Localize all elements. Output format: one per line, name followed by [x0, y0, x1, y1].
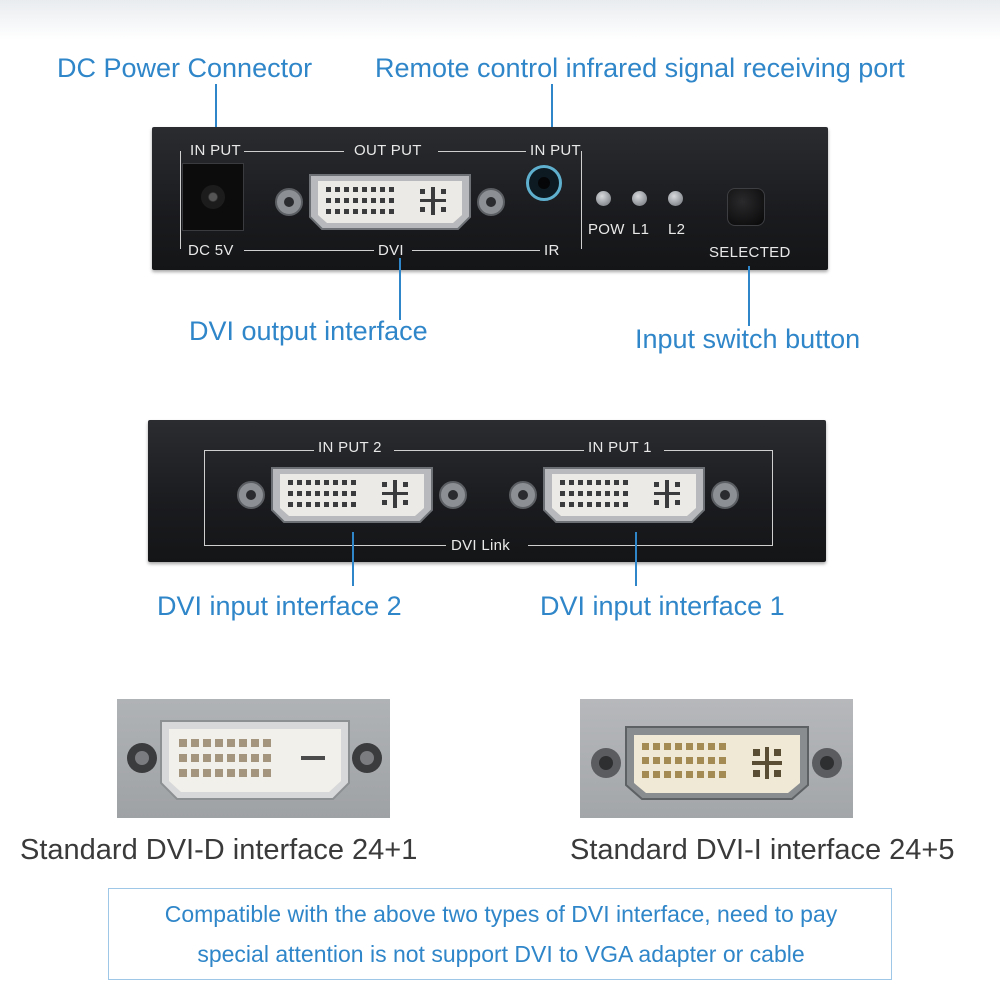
front-panel: IN PUT OUT PUT IN PUT DC 5V DVI IR POW L…	[152, 127, 828, 270]
callout-input-switch: Input switch button	[635, 324, 861, 354]
dvi-d-connector-icon	[127, 720, 382, 800]
label-dc-5v: DC 5V	[188, 242, 234, 259]
leader-dvi-input-1	[635, 532, 637, 586]
select-button[interactable]	[727, 188, 765, 226]
caption-dvi-i: Standard DVI-I interface 24+5	[570, 834, 955, 866]
compatibility-note-box: Compatible with the above two types of D…	[108, 888, 892, 980]
leader-ir-port	[551, 84, 553, 142]
leader-dvi-output	[399, 258, 401, 320]
dvi-input-2-connector[interactable]	[232, 462, 472, 528]
led-pow-icon	[596, 191, 611, 206]
leader-input-switch	[748, 266, 750, 326]
label-input-2: IN PUT 2	[318, 439, 382, 456]
dc-jack-hole-icon	[201, 185, 225, 209]
note-line-2: special attention is not support DVI to …	[197, 941, 805, 967]
label-input-1: IN PUT 1	[588, 439, 652, 456]
label-pow: POW	[588, 221, 625, 238]
leader-dc-power	[215, 84, 217, 142]
label-l1: L1	[632, 221, 650, 238]
label-dvi-link: DVI Link	[451, 537, 511, 554]
back-panel: IN PUT 2 IN PUT 1 DVI Link	[148, 420, 826, 562]
label-ir: IR	[544, 242, 560, 259]
dvi-input-1-connector[interactable]	[504, 462, 744, 528]
background-gradient	[0, 0, 1000, 40]
callout-dvi-output: DVI output interface	[189, 316, 428, 346]
led-l2-icon	[668, 191, 683, 206]
label-output: OUT PUT	[354, 142, 422, 159]
caption-dvi-d: Standard DVI-D interface 24+1	[20, 834, 418, 866]
callout-dvi-input-2: DVI input interface 2	[157, 591, 402, 621]
dvi-output-connector[interactable]	[270, 169, 510, 235]
note-line-1: Compatible with the above two types of D…	[164, 901, 838, 927]
dvi-i-connector-icon	[591, 726, 842, 800]
dvi-i-photo	[580, 699, 853, 818]
callout-dc-power: DC Power Connector	[57, 53, 313, 83]
label-dvi: DVI	[378, 242, 404, 259]
dvi-d-photo	[117, 699, 390, 818]
leader-dvi-input-2	[352, 532, 354, 586]
dc-power-jack[interactable]	[182, 163, 244, 231]
led-l1-icon	[632, 191, 647, 206]
callout-ir-port: Remote control infrared signal receiving…	[375, 53, 905, 83]
label-input-dc: IN PUT	[190, 142, 241, 159]
callout-dvi-input-1: DVI input interface 1	[540, 591, 785, 621]
ir-hole-icon	[538, 177, 550, 189]
ir-receiver-port	[526, 165, 562, 201]
label-l2: L2	[668, 221, 686, 238]
label-selected: SELECTED	[709, 244, 791, 261]
label-input-ir: IN PUT	[530, 142, 581, 159]
